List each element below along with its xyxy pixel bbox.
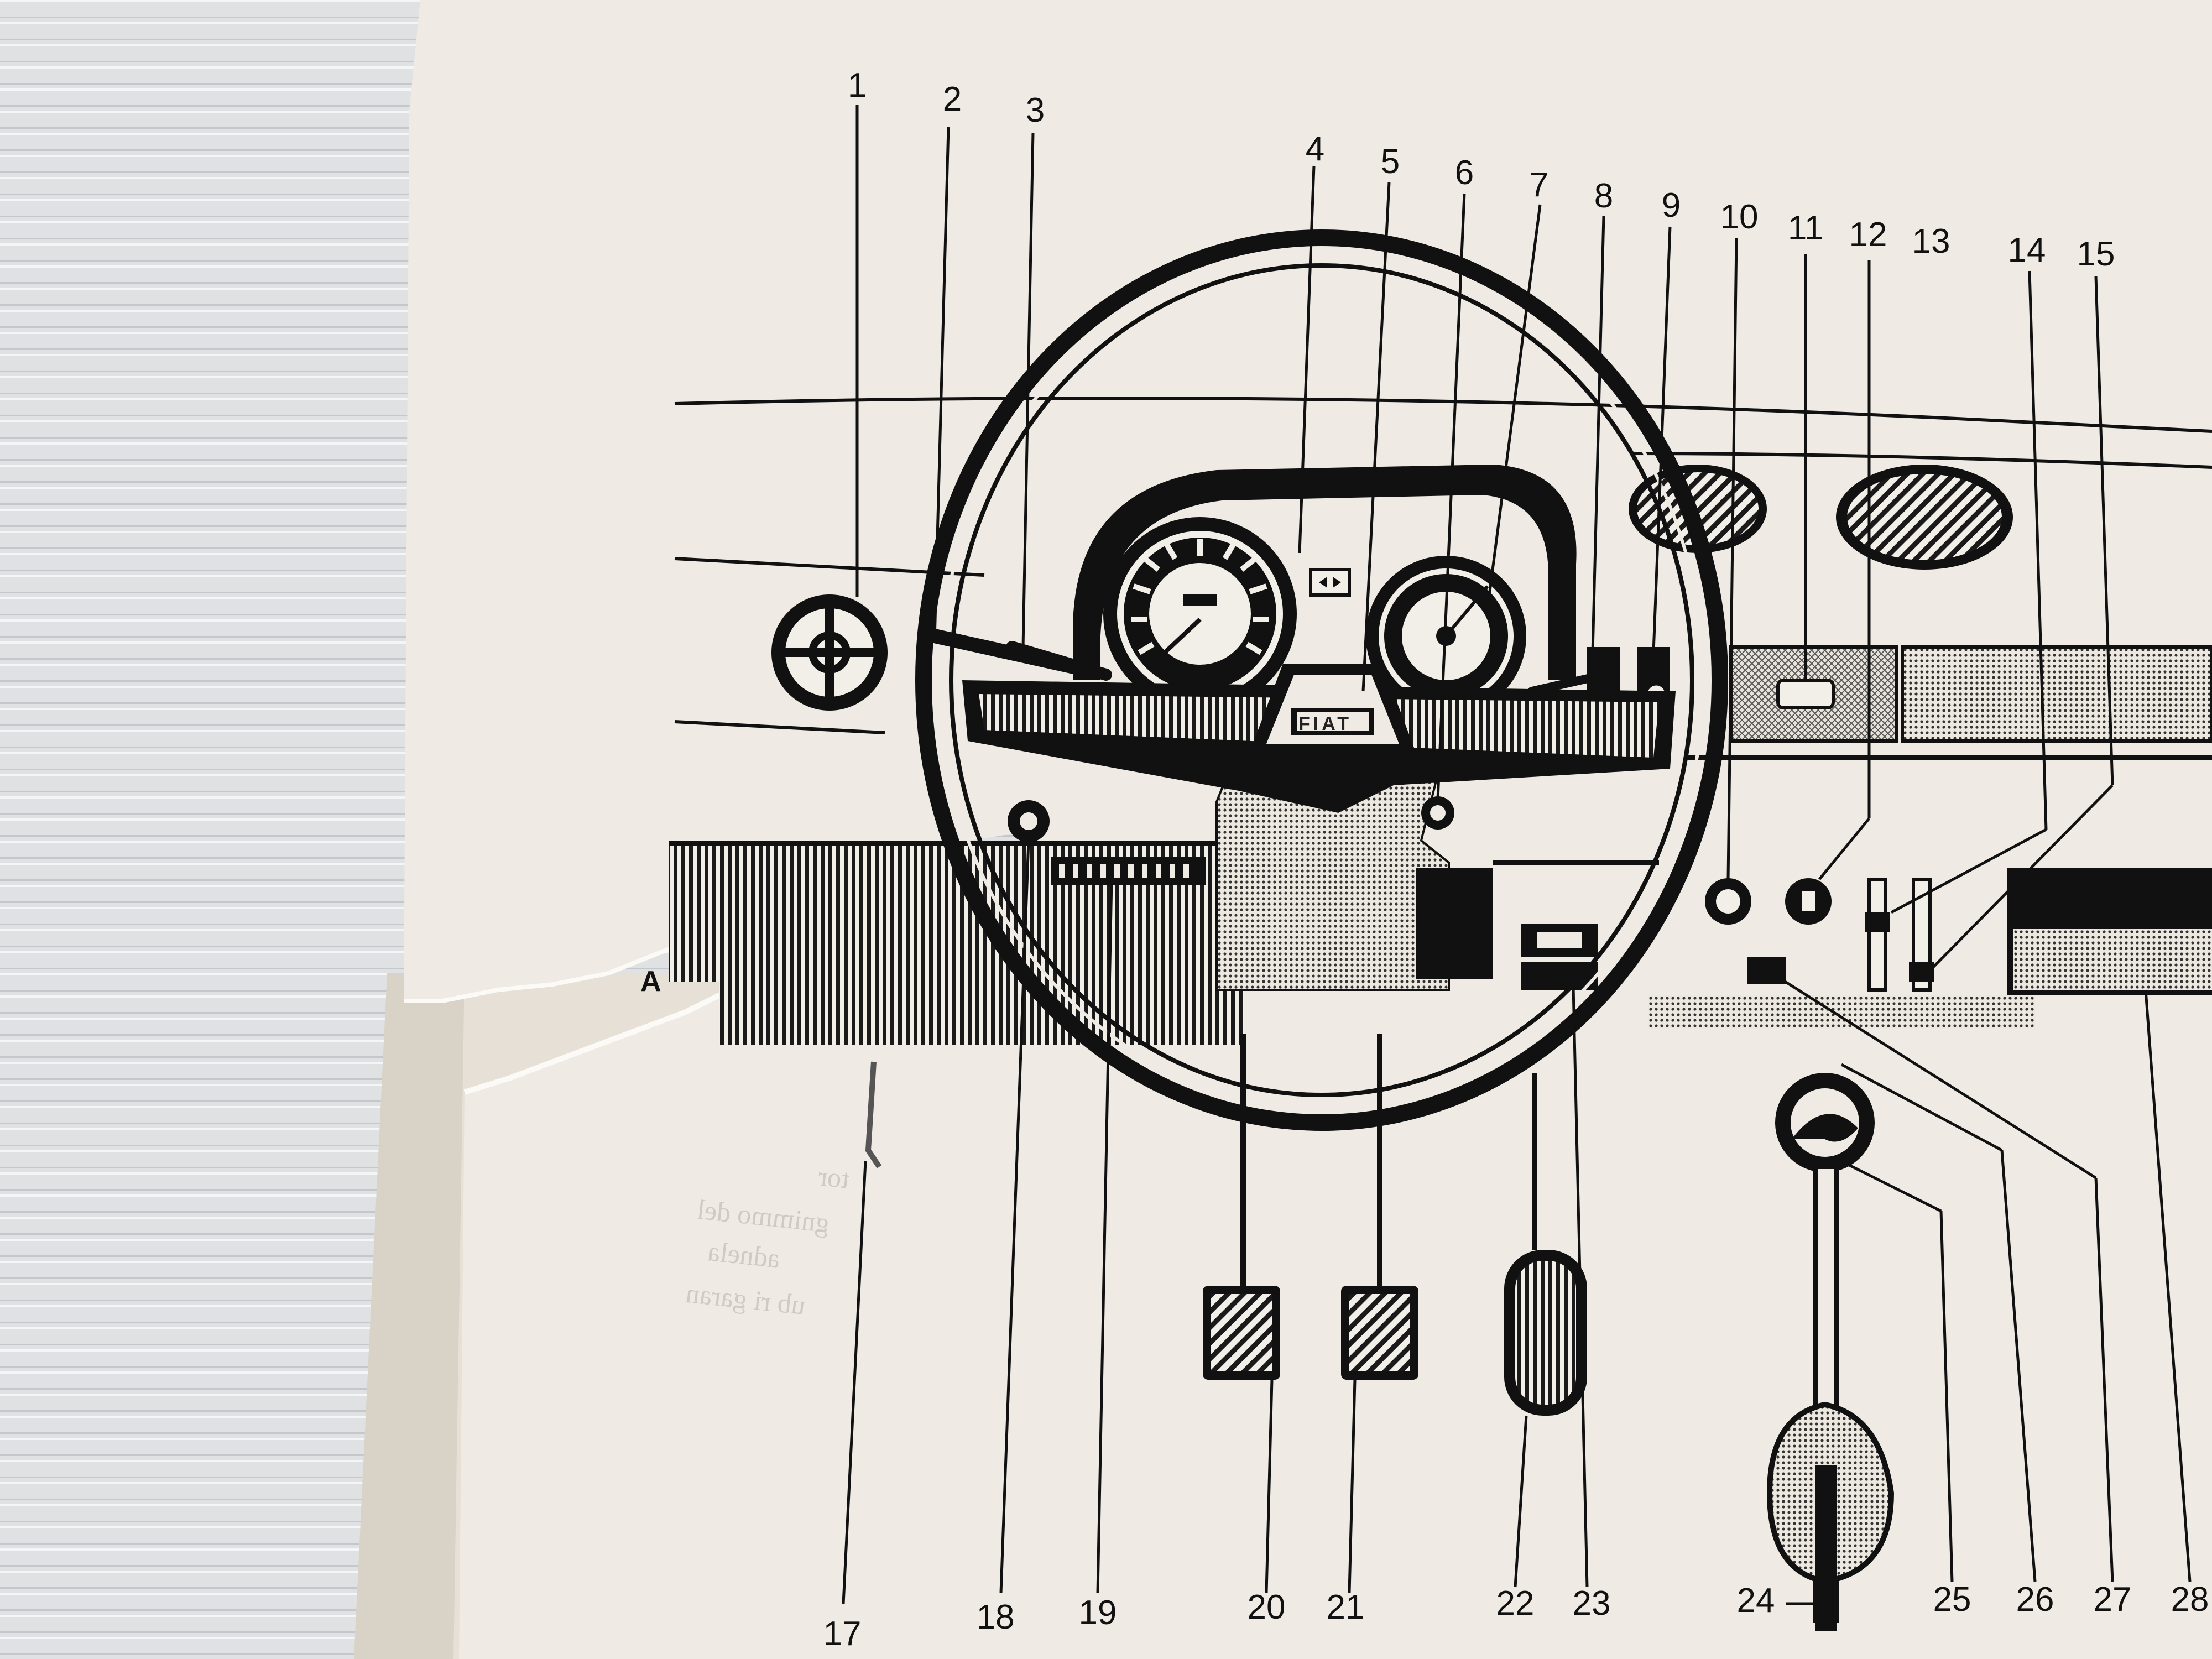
accelerator-pedal <box>1504 1250 1587 1416</box>
callout-10: 10 <box>1720 198 1759 236</box>
callout-28: 28 <box>2171 1580 2209 1619</box>
callout-26: 26 <box>2016 1580 2054 1619</box>
clutch-pedal <box>1203 1286 1280 1380</box>
steering-wheel <box>915 229 1728 1131</box>
switch-8 <box>1587 647 1620 697</box>
callout-24: 24 <box>1736 1582 1775 1620</box>
callout-4: 4 <box>1305 130 1325 168</box>
callout-14: 14 <box>2007 231 2046 269</box>
callout-22: 22 <box>1496 1584 1535 1623</box>
callout-11: 11 <box>1787 209 1824 247</box>
callout-25: 25 <box>1933 1580 1971 1619</box>
callout-2: 2 <box>942 80 962 118</box>
callout-21: 21 <box>1326 1588 1365 1626</box>
speedometer <box>1103 517 1297 711</box>
brake-pedal <box>1341 1286 1418 1380</box>
callout-18: 18 <box>976 1598 1015 1636</box>
heater-slider-track <box>1867 878 1887 992</box>
fiat-badge: FIAT <box>1298 713 1353 734</box>
callout-23: 23 <box>1572 1584 1611 1623</box>
callout-3: 3 <box>1025 91 1045 129</box>
callout-20: 20 <box>1247 1588 1286 1626</box>
callout-17: 17 <box>823 1615 862 1653</box>
gear-lever <box>1766 1073 1895 1631</box>
callout-12: 12 <box>1849 216 1887 254</box>
callout-19: 19 <box>1078 1594 1117 1632</box>
callout-8: 8 <box>1594 177 1614 215</box>
leader-lines <box>842 105 2192 1605</box>
center-vent-right <box>1836 465 2013 570</box>
glovebox-panel <box>1901 645 2212 743</box>
left-air-vent <box>771 594 888 711</box>
callout-15: 15 <box>2077 235 2115 273</box>
callout-7: 7 <box>1529 166 1549 204</box>
callout-13: 13 <box>1912 222 1950 260</box>
bonnet-release <box>865 1061 882 1168</box>
turn-signal-indicator <box>1309 568 1351 597</box>
callout-9: 9 <box>1661 186 1681 225</box>
callout-1: 1 <box>847 66 867 105</box>
callout-27: 27 <box>2093 1580 2132 1619</box>
callout-6: 6 <box>1454 154 1474 192</box>
wiper-stalk <box>1006 641 1112 681</box>
callout-5: 5 <box>1380 143 1400 181</box>
section-label: A <box>640 966 661 998</box>
bleed-through-line: tor <box>817 1160 851 1194</box>
